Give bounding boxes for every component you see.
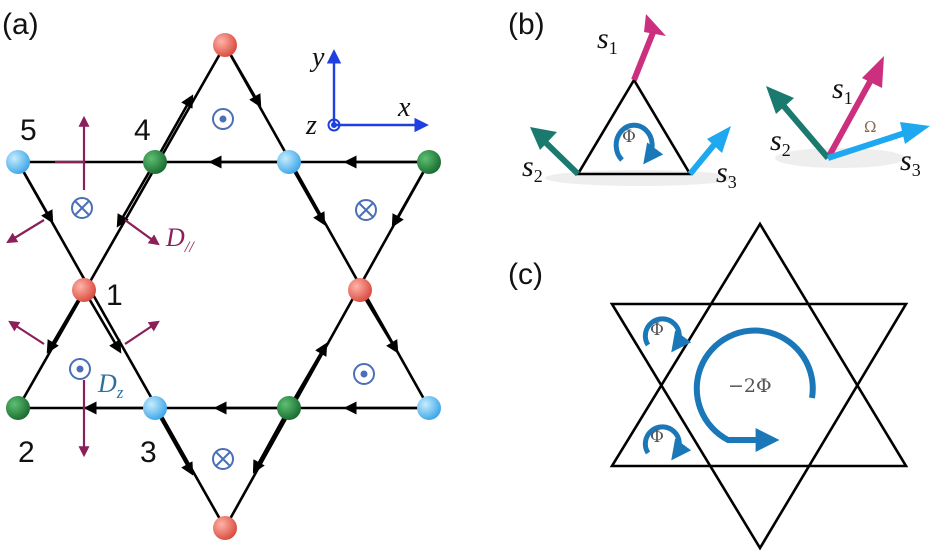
flux-loop [613, 122, 664, 165]
site-green [143, 150, 167, 174]
panel-a: (a) [2, 8, 441, 540]
spin-vectors-common-origin [766, 56, 930, 161]
panel-b-label: (b) [508, 8, 545, 41]
site-red [348, 278, 372, 302]
flux-loop-large [693, 327, 816, 452]
flux-loop-small [642, 316, 692, 353]
spin-s1-label: s1 [597, 22, 618, 58]
d-parallel-label: D// [165, 223, 195, 256]
axis-y-label: y [309, 42, 325, 73]
flux-label: Φ [622, 127, 636, 147]
panel-b: (b) Φ s1 s2 s3 Ω s1 s2 [508, 8, 930, 192]
spin-s2-label: s2 [770, 124, 791, 160]
triangle-flux-symbols [69, 108, 377, 470]
spin-s2-head [530, 127, 557, 150]
spin-s3-label: s3 [900, 144, 921, 180]
site-number-2: 2 [18, 436, 35, 469]
panel-c-label: (c) [508, 258, 543, 291]
spin-s2-head [766, 86, 794, 114]
axis-z-label: z [305, 110, 317, 141]
dot-symbol [353, 363, 375, 385]
cross-symbol [71, 197, 93, 219]
spin-s2-arrow [779, 102, 831, 160]
dot-symbol [69, 358, 91, 380]
site-blue [6, 150, 30, 174]
flux-label-small: Φ [650, 427, 664, 447]
site-red [213, 33, 237, 57]
star-triangle-down [609, 302, 909, 551]
site-green [277, 396, 301, 420]
spin-vectors-triangle [530, 14, 731, 177]
shadow [775, 148, 905, 168]
spin-s1-head [644, 14, 666, 36]
spin-s1-label: s1 [832, 72, 853, 108]
site-number-5: 5 [20, 114, 37, 147]
site-red [213, 516, 237, 540]
site-number-3: 3 [140, 436, 157, 469]
site-blue [143, 396, 167, 420]
cross-symbol [355, 199, 377, 221]
flux-loop-small [642, 424, 692, 461]
flux-label-small: Φ [650, 320, 664, 340]
axis-x-label: x [397, 92, 411, 123]
panel-c: (c) Φ Φ −2Φ [508, 221, 909, 551]
spin-s3-label: s3 [716, 156, 737, 192]
site-blue [417, 396, 441, 420]
spin-s3-arrow [827, 129, 909, 161]
spin-s3-head [707, 126, 731, 153]
solid-angle-label: Ω [864, 118, 876, 136]
spin-s3-arrow [687, 138, 721, 176]
spin-s1-arrow [825, 76, 875, 160]
site-blue [277, 150, 301, 174]
dot-symbol [212, 108, 234, 130]
spin-s2-arrow [540, 137, 581, 177]
d-z-label: Dz [97, 369, 124, 402]
site-green [417, 150, 441, 174]
spin-s2-label: s2 [522, 150, 543, 186]
lattice-sites [6, 33, 441, 540]
site-green [6, 396, 30, 420]
spin-triangle [575, 77, 693, 176]
coordinate-axes [326, 49, 429, 133]
flux-label-large: −2Φ [728, 375, 772, 397]
spin-s3-head [900, 122, 930, 144]
spin-s1-head [862, 56, 884, 88]
panel-a-label: (a) [2, 8, 39, 41]
site-number-1: 1 [106, 279, 123, 312]
site-red [72, 278, 96, 302]
spin-s1-arrow [631, 28, 657, 82]
site-number-4: 4 [134, 114, 151, 147]
dmi-vectors [6, 115, 160, 458]
cross-symbol [212, 448, 234, 470]
